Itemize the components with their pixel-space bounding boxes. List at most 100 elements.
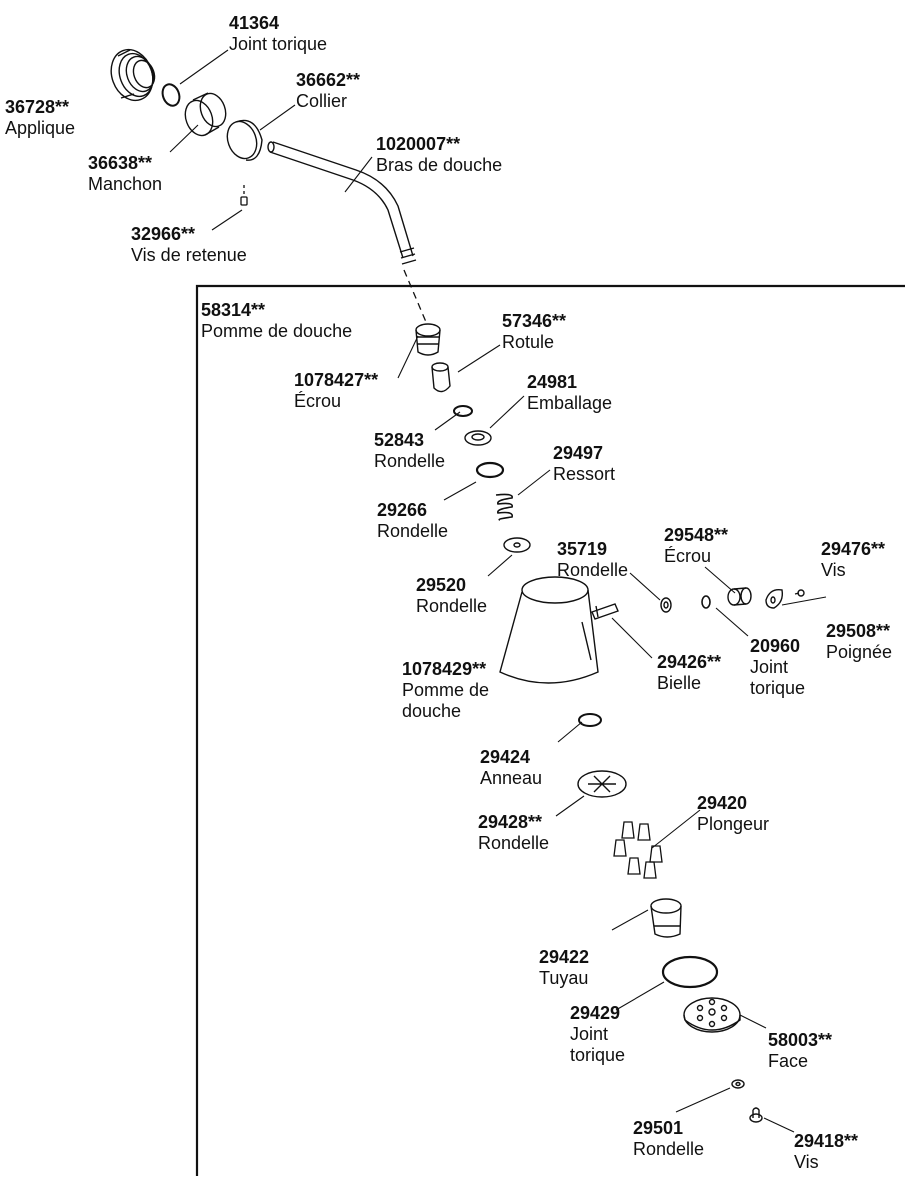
- label-36728: 36728**Applique: [5, 97, 75, 139]
- label-32966: 32966**Vis de retenue: [131, 224, 247, 266]
- label-1020007: 1020007**Bras de douche: [376, 134, 502, 176]
- nut-29548: [727, 587, 752, 606]
- label-29508: 29508**Poignée: [826, 621, 892, 663]
- part-name: Applique: [5, 118, 76, 138]
- screw-29418: [749, 1107, 763, 1123]
- packing-emballage: [464, 430, 492, 446]
- part-number: 36638**: [88, 153, 153, 173]
- connecting-rod-bielle: [591, 603, 619, 620]
- tube-tuyau: [650, 898, 682, 938]
- collar-collier: [226, 119, 263, 161]
- label-58314: 58314**Pomme de douche: [201, 300, 352, 342]
- part-number: 29548**: [664, 525, 729, 545]
- part-number: 29426**: [657, 652, 722, 672]
- label-29426: 29426**Bielle: [657, 652, 721, 694]
- part-name: Joint torique: [570, 1024, 626, 1065]
- sleeve-manchon: [184, 92, 227, 137]
- part-name: Rondelle: [416, 596, 488, 616]
- part-number: 29476**: [821, 539, 886, 559]
- part-number: 29520: [416, 575, 467, 595]
- part-name: Collier: [296, 91, 348, 111]
- part-number: 36662**: [296, 70, 361, 90]
- label-29418: 29418**Vis: [794, 1131, 858, 1173]
- ball-joint-58314: [415, 323, 441, 356]
- label-29428: 29428**Rondelle: [478, 812, 549, 854]
- part-number: 35719: [557, 539, 608, 559]
- part-name: Vis de retenue: [131, 245, 247, 265]
- part-number: 58003**: [768, 1030, 833, 1050]
- part-number: 29422: [539, 947, 590, 967]
- part-name: Rotule: [502, 332, 555, 352]
- part-number: 36728**: [5, 97, 70, 117]
- part-name: Rondelle: [557, 560, 629, 580]
- part-name: Vis: [794, 1152, 819, 1172]
- showerhead-assembly-frame: [195, 284, 905, 1176]
- part-name: Vis: [821, 560, 846, 580]
- washer-29520: [503, 537, 531, 553]
- part-name: Rondelle: [478, 833, 550, 853]
- part-name: Rondelle: [374, 451, 446, 471]
- label-36638: 36638**Manchon: [88, 153, 162, 195]
- label-57346: 57346**Rotule: [502, 311, 566, 353]
- washer-35719: [660, 597, 672, 613]
- label-29476: 29476**Vis: [821, 539, 885, 581]
- plungers-plongeur: [613, 821, 663, 879]
- o-ring-29429: [661, 955, 719, 989]
- o-ring-41364: [161, 83, 181, 107]
- part-name: Ressort: [553, 464, 616, 484]
- applique-flange: [110, 48, 156, 102]
- part-number: 29497: [553, 443, 604, 463]
- label-1078429: 1078429**Pomme de douche: [402, 659, 512, 722]
- part-name: Rondelle: [377, 521, 449, 541]
- part-name: Pomme de douche: [201, 321, 353, 341]
- part-name: Pomme de douche: [402, 680, 490, 721]
- swivel-rotule: [431, 362, 451, 393]
- part-number: 29420: [697, 793, 748, 813]
- part-name: Joint torique: [750, 657, 806, 698]
- part-number: 29501: [633, 1118, 684, 1138]
- part-number: 29508**: [826, 621, 891, 641]
- ring-anneau: [578, 713, 602, 727]
- leader-lines: [169, 49, 827, 1133]
- part-name: Joint torique: [229, 34, 328, 54]
- part-number: 29428**: [478, 812, 543, 832]
- part-name: Tuyau: [539, 968, 589, 988]
- part-number: 1078429**: [402, 659, 487, 679]
- spring-ressort: [495, 493, 514, 521]
- face-plate: [683, 997, 741, 1033]
- part-name: Emballage: [527, 393, 613, 413]
- shower-arm: [267, 141, 417, 265]
- part-number: 41364: [229, 13, 280, 33]
- showerhead-body: [499, 576, 599, 684]
- part-number: 1020007**: [376, 134, 461, 154]
- part-number: 52843: [374, 430, 425, 450]
- part-name: Bielle: [657, 673, 702, 693]
- part-name: Manchon: [88, 174, 163, 194]
- part-name: Rondelle: [633, 1139, 705, 1159]
- part-name: Bras de douche: [376, 155, 503, 175]
- handle-poignee: [765, 589, 784, 609]
- part-number: 1078427**: [294, 370, 379, 390]
- part-name: Plongeur: [697, 814, 770, 834]
- part-name: Écrou: [294, 391, 342, 411]
- label-1078427: 1078427**Écrou: [294, 370, 378, 412]
- part-number: 57346**: [502, 311, 567, 331]
- label-36662: 36662**Collier: [296, 70, 360, 112]
- part-name: Anneau: [480, 768, 543, 788]
- part-name: Face: [768, 1051, 809, 1071]
- part-number: 29418**: [794, 1131, 859, 1151]
- part-number: 20960: [750, 636, 801, 656]
- washer-29501: [731, 1079, 745, 1089]
- part-name: Poignée: [826, 642, 893, 662]
- part-number: 29424: [480, 747, 531, 767]
- o-ring-20960: [701, 595, 711, 609]
